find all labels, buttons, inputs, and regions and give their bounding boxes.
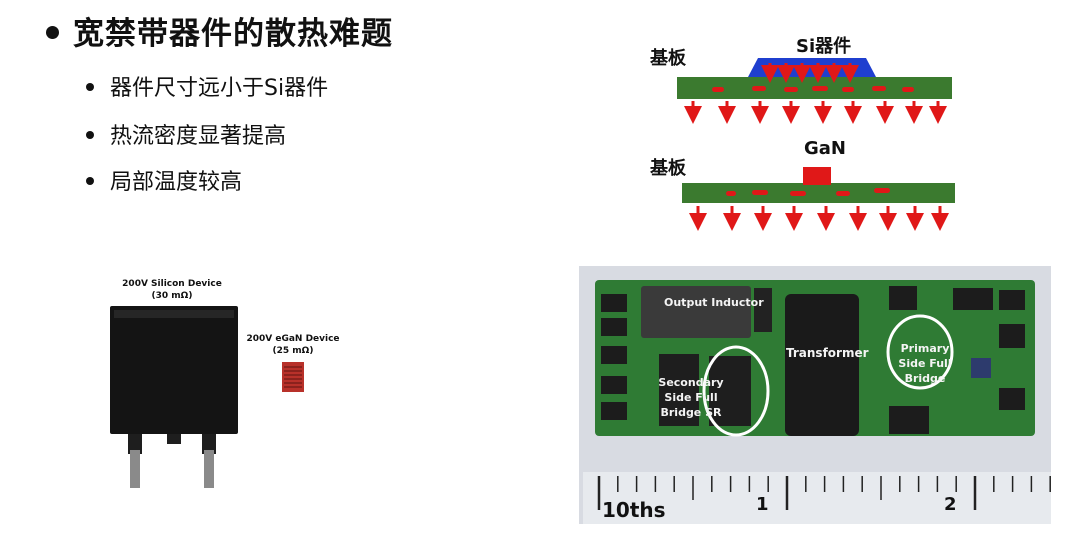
secondary-side-label: Secondary Side Full Bridge SR [658, 376, 724, 419]
component [971, 358, 991, 378]
ruler-mark-1: 1 [756, 494, 769, 515]
component [999, 388, 1025, 410]
si-heat-diagram [677, 58, 952, 124]
heat-spread-mark [752, 86, 766, 91]
gan-substrate-label: 基板 [650, 158, 686, 179]
bullet-item: 局部温度较高 [86, 164, 242, 196]
bullet-item: 器件尺寸远小于Si器件 [86, 70, 328, 102]
heat-spread-mark [872, 86, 886, 91]
si-device [748, 58, 876, 77]
heat-spread-mark [836, 191, 850, 196]
egan-device-caption: 200V eGaN Device (25 mΩ) [238, 333, 348, 357]
sr-mosfets [659, 354, 699, 426]
bullet-item-text: 器件尺寸远小于Si器件 [110, 76, 329, 101]
heat-spread-mark [752, 190, 768, 195]
device-photo [110, 306, 304, 488]
component [601, 376, 627, 394]
pcb-photo [579, 266, 1051, 524]
egan-device-stripes [284, 366, 302, 388]
heat-spread-mark [902, 87, 914, 92]
component [601, 346, 627, 364]
heat-spread-mark [790, 191, 806, 196]
component [953, 288, 993, 310]
gan-device [803, 167, 831, 185]
sr-mosfets [709, 356, 751, 426]
gan-heat-diagram [682, 167, 955, 231]
heat-spread-mark [784, 87, 798, 92]
ruler-mark-2: 2 [944, 494, 957, 515]
silicon-device-body [110, 306, 238, 434]
output-inductor [641, 286, 751, 338]
ruler [583, 472, 1051, 524]
transformer-label: Transformer [786, 346, 869, 360]
ruler-unit-label: 10ths [602, 498, 666, 522]
component [889, 286, 917, 310]
component [601, 402, 627, 420]
egan-device-label: 200V eGaN Device [246, 334, 340, 344]
bullet-dot [86, 131, 94, 139]
component [889, 406, 929, 434]
bullet-dot [46, 26, 59, 39]
bullet-dot [86, 83, 94, 91]
heat-spread-mark [726, 191, 736, 196]
component [601, 294, 627, 312]
si-substrate-label: 基板 [650, 48, 686, 69]
heat-spread-mark [874, 188, 890, 193]
component [999, 324, 1025, 348]
bullet-item-text: 热流密度显著提高 [110, 124, 287, 149]
component [601, 318, 627, 336]
gan-device-label: GaN [804, 138, 846, 159]
heat-spread-mark [812, 86, 828, 91]
silicon-device-tab [114, 310, 234, 318]
silicon-device-pin [130, 450, 140, 488]
silicon-device-caption: 200V Silicon Device (30 mΩ) [112, 278, 232, 302]
slide-title-text: 宽禁带器件的散热难题 [73, 16, 393, 52]
output-inductor-label: Output Inductor [664, 296, 764, 309]
slide-title: 宽禁带器件的散热难题 [46, 8, 393, 53]
bullet-item-text: 局部温度较高 [110, 170, 243, 195]
egan-device-die [282, 362, 304, 392]
bullet-dot [86, 177, 94, 185]
secondary-side-highlight [702, 345, 770, 437]
heat-spread-mark [842, 87, 854, 92]
egan-device-value: (25 mΩ) [272, 346, 314, 356]
bullet-item: 热流密度显著提高 [86, 118, 286, 150]
transformer-core [785, 294, 859, 436]
silicon-device-pin [204, 450, 214, 488]
silicon-device-lead [128, 434, 142, 454]
heat-arrows [689, 206, 949, 231]
gan-substrate [682, 183, 955, 203]
si-device-label: Si器件 [796, 36, 852, 57]
silicon-device-lead [167, 434, 181, 444]
heat-spread-marks [726, 188, 890, 196]
heat-spread-marks [712, 86, 914, 92]
silicon-device-value: (30 mΩ) [151, 291, 193, 301]
ruler-ticks [597, 476, 1051, 510]
primary-side-highlight [886, 314, 954, 390]
primary-side-label: Primary Side Full Bridge [898, 342, 952, 385]
heat-flux-marks [761, 63, 859, 83]
component [999, 290, 1025, 310]
component [754, 288, 772, 332]
heat-arrows [684, 101, 947, 124]
heat-spread-mark [712, 87, 724, 92]
silicon-device-label: 200V Silicon Device [122, 279, 222, 289]
silicon-device-lead [202, 434, 216, 454]
